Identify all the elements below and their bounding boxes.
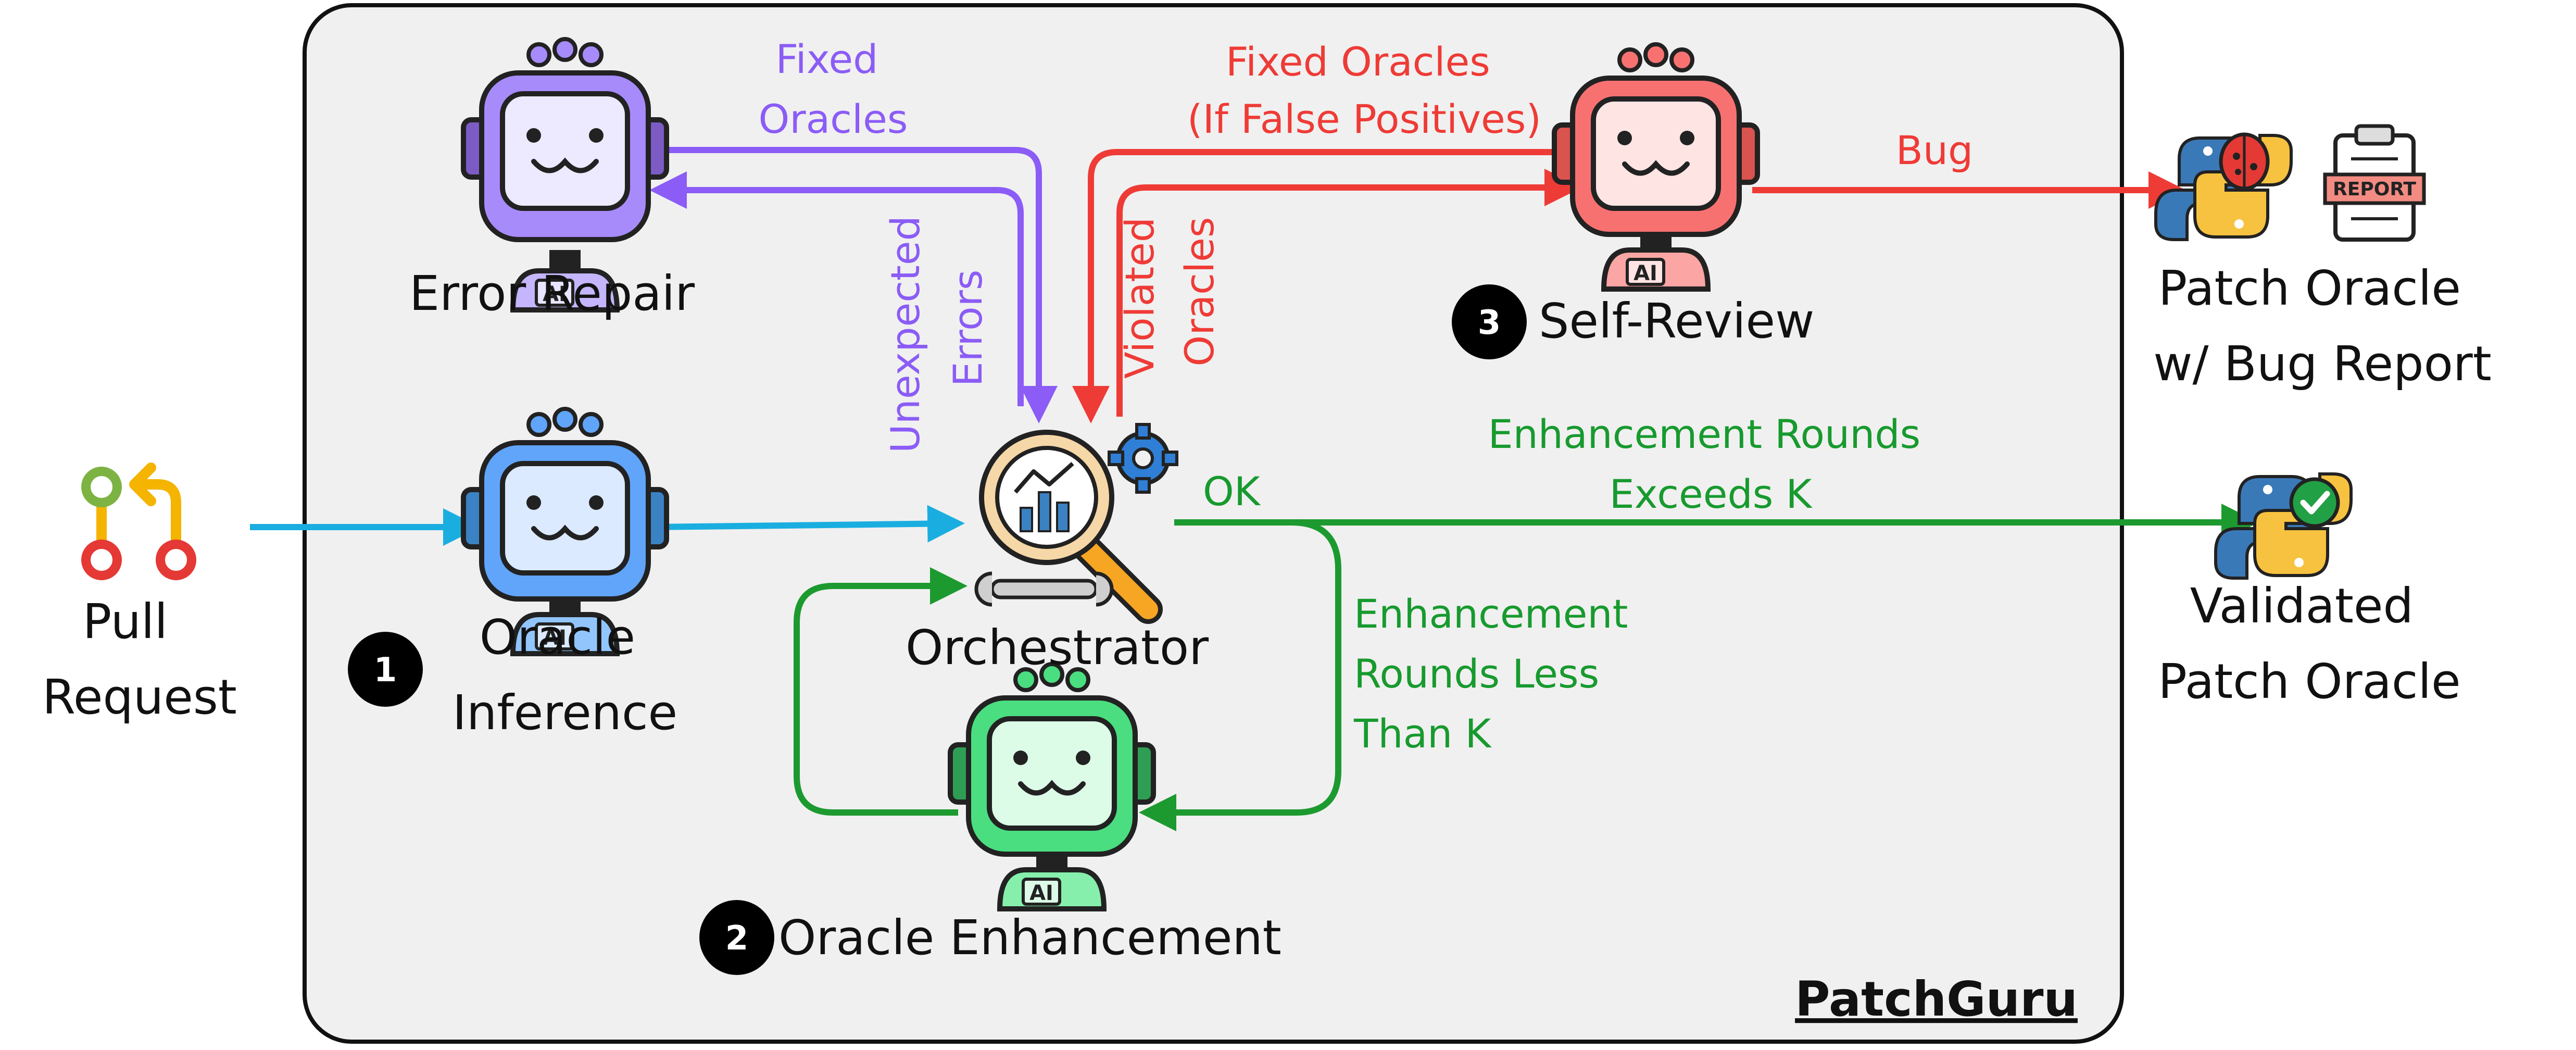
python-bug-icon <box>2154 132 2293 241</box>
label-fixed-oracles: Fixed Oracles <box>759 36 908 142</box>
validated-label: Validated Patch Oracle <box>2158 578 2460 709</box>
label-rounds-less: Enhancement Rounds Less Than K <box>1353 591 1641 757</box>
svg-text:AI: AI <box>543 282 567 306</box>
orchestrator-icon <box>974 423 1178 624</box>
robot-icon-oracle-inference: AI <box>461 407 669 656</box>
report-icon: REPORT <box>2323 124 2426 242</box>
label-bug: Bug <box>1896 127 1974 173</box>
robot-icon-oracle-enhancement: AI <box>948 662 1156 911</box>
svg-text:AI: AI <box>1633 261 1657 285</box>
edge-unexpected-errors <box>654 147 1058 423</box>
robot-icon-error-repair: AI <box>461 37 669 312</box>
patch-oracle-bug-label: Patch Oracle w/ Bug Report <box>2153 260 2492 392</box>
pull-request-icon <box>81 463 196 580</box>
label-unexpected-errors: Unexpected Errors <box>882 203 991 453</box>
edge-inference-to-orchestrator <box>650 505 965 543</box>
orchestrator-label: Orchestrator <box>906 620 1209 676</box>
oracle-inference-label: Oracle Inference <box>453 609 677 741</box>
svg-text:2: 2 <box>725 919 749 958</box>
step-badge-1: 1 <box>348 632 423 707</box>
svg-text:REPORT: REPORT <box>2333 179 2416 200</box>
svg-text:AI: AI <box>1029 881 1053 905</box>
step-badge-3: 3 <box>1452 284 1527 359</box>
framework-name: PatchGuru <box>1795 971 2078 1027</box>
edge-rounds-less <box>1139 519 1341 831</box>
label-violated-oracles: Violated Oracles <box>1116 205 1223 379</box>
label-ok: OK <box>1203 468 1261 515</box>
oracle-enhancement-label: Oracle Enhancement <box>778 910 1281 966</box>
edge-fixed-oracles-purple <box>649 171 1024 406</box>
edge-violated-oracles <box>1116 169 1582 417</box>
edge-fixed-oracles-fp <box>1072 149 1578 423</box>
pull-request-label: Pull Request <box>42 594 237 725</box>
robot-icon-self-review: AI <box>1552 42 1760 292</box>
error-repair-label: Error Repair <box>409 266 695 321</box>
svg-text:3: 3 <box>1478 304 1501 342</box>
self-review-label: Self-Review <box>1539 293 1814 349</box>
label-fixed-oracles-fp: Fixed Oracles (If False Positives) <box>1187 39 1541 142</box>
svg-text:1: 1 <box>374 651 397 690</box>
label-rounds-exceed: Enhancement Rounds Exceeds K <box>1488 411 1933 517</box>
svg-text:AI: AI <box>543 626 567 650</box>
edge-enhancement-to-orchestrator <box>794 567 967 816</box>
step-badge-2: 2 <box>699 900 774 975</box>
python-check-icon <box>2214 472 2353 580</box>
